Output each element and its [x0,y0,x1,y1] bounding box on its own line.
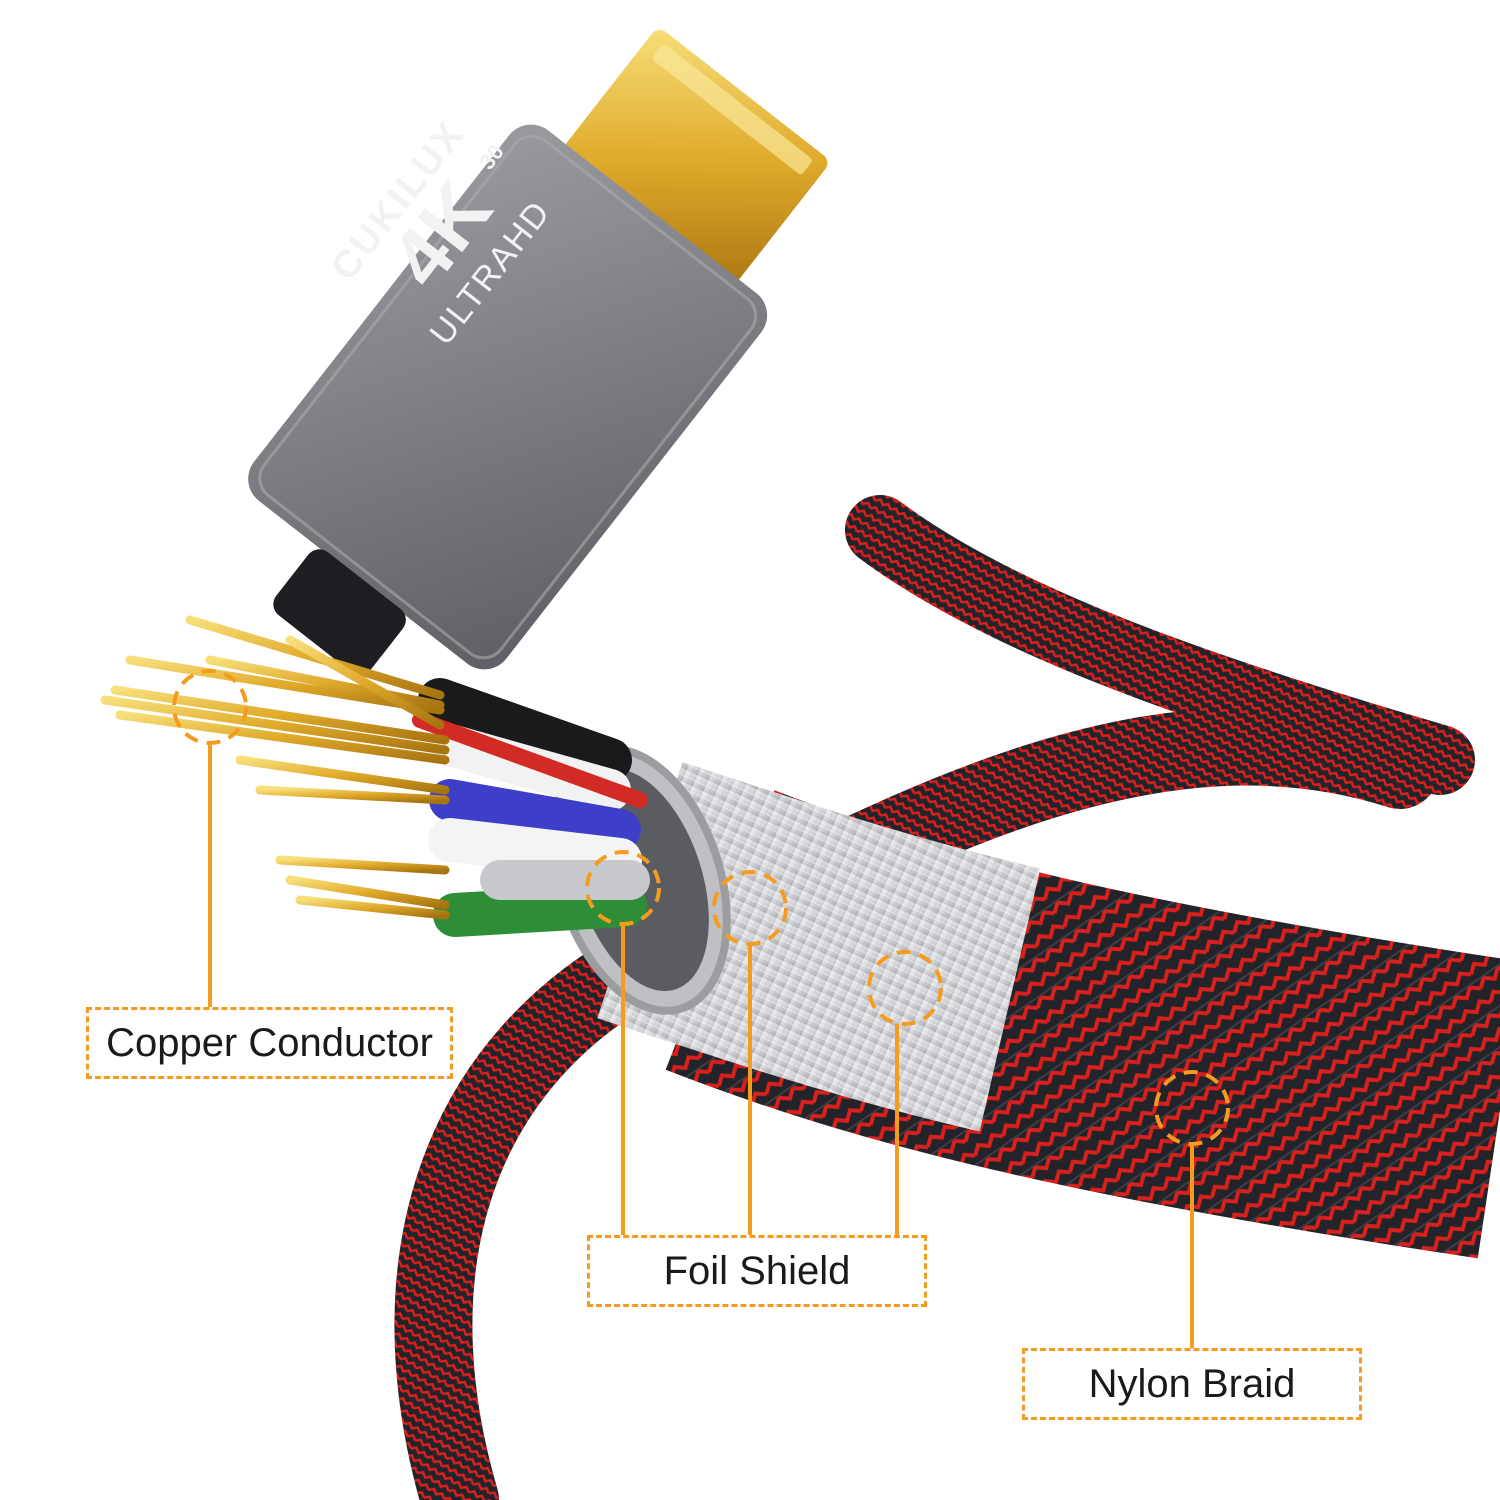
leader-lines [208,743,1194,1348]
callout-copper-conductor: Copper Conductor [86,1007,453,1079]
callout-foil-shield: Foil Shield [587,1235,927,1307]
callout-label-copper: Copper Conductor [106,1020,433,1065]
cable-top-run [845,495,1475,795]
callout-nylon-braid: Nylon Braid [1022,1348,1362,1420]
marker-foil-3 [867,950,943,1026]
callout-label-nylon: Nylon Braid [1088,1361,1296,1406]
callout-label-foil: Foil Shield [663,1248,851,1293]
hdmi-connector [248,29,828,675]
copper-strands [100,615,450,920]
inner-wires [412,678,650,937]
